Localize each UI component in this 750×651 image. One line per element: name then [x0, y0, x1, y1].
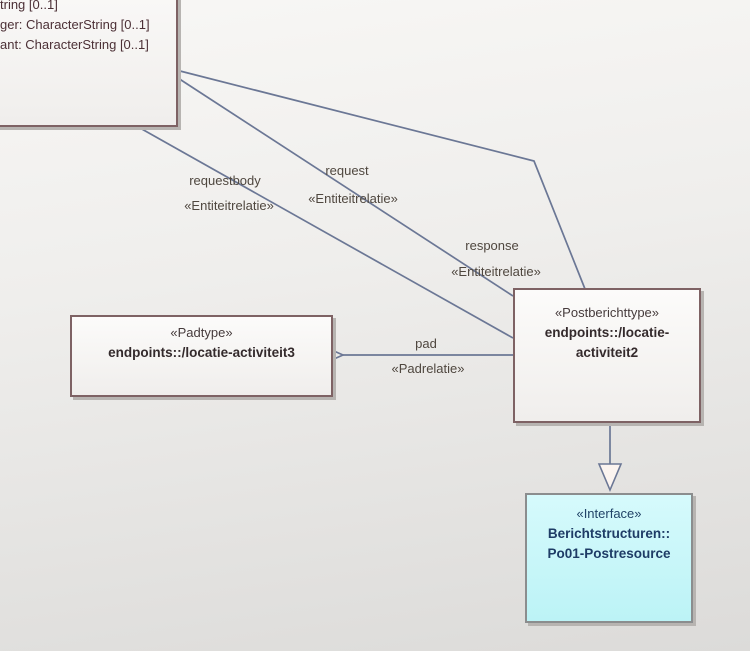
- edge-stereotype-response[interactable]: «Entiteitrelatie»: [451, 264, 541, 279]
- edge-stereotype-requestbody[interactable]: «Entiteitrelatie»: [184, 198, 274, 213]
- edge-label-request[interactable]: request: [325, 163, 369, 178]
- node-padtype[interactable]: «Padtype» endpoints::/locatie-activiteit…: [70, 315, 333, 397]
- edge-label-response[interactable]: response: [465, 238, 519, 253]
- edge-label-pad[interactable]: pad: [415, 336, 437, 351]
- edge-label-requestbody[interactable]: requestbody: [189, 173, 261, 188]
- node-stereotype: «Padtype»: [170, 325, 233, 340]
- class-attribute: tring [0..1]: [0, 0, 58, 12]
- class-attribute: ger: CharacterString [0..1]: [0, 17, 150, 32]
- node-stereotype: «Postberichttype»: [554, 305, 660, 320]
- edge-stereotype-request[interactable]: «Entiteitrelatie»: [308, 191, 398, 206]
- edge-request-line[interactable]: [181, 80, 514, 297]
- node-name-line: endpoints::/locatie-: [544, 325, 670, 340]
- node-name: endpoints::/locatie-activiteit3: [108, 345, 295, 360]
- node-interface[interactable]: «Interface» Berichtstructuren:: Po01-Pos…: [525, 493, 693, 623]
- edge-requestbody-line[interactable]: [140, 128, 514, 339]
- node-name-line: Berichtstructuren::: [547, 526, 671, 541]
- node-stereotype: «Interface»: [576, 506, 642, 521]
- node-postberichttype[interactable]: «Postberichttype» endpoints::/locatie- a…: [513, 288, 701, 423]
- class-attribute: ant: CharacterString [0..1]: [0, 37, 149, 52]
- class-attributes: tring [0..1] ger: CharacterString [0..1]…: [0, 0, 150, 55]
- realization-triangle-icon: [597, 463, 623, 493]
- edge-stereotype-pad[interactable]: «Padrelatie»: [391, 361, 465, 376]
- node-class-partial[interactable]: tring [0..1] ger: CharacterString [0..1]…: [0, 0, 178, 127]
- node-name-line: activiteit2: [575, 345, 639, 360]
- edge-response-line[interactable]: [180, 71, 586, 290]
- node-name-line: Po01-Postresource: [547, 546, 671, 561]
